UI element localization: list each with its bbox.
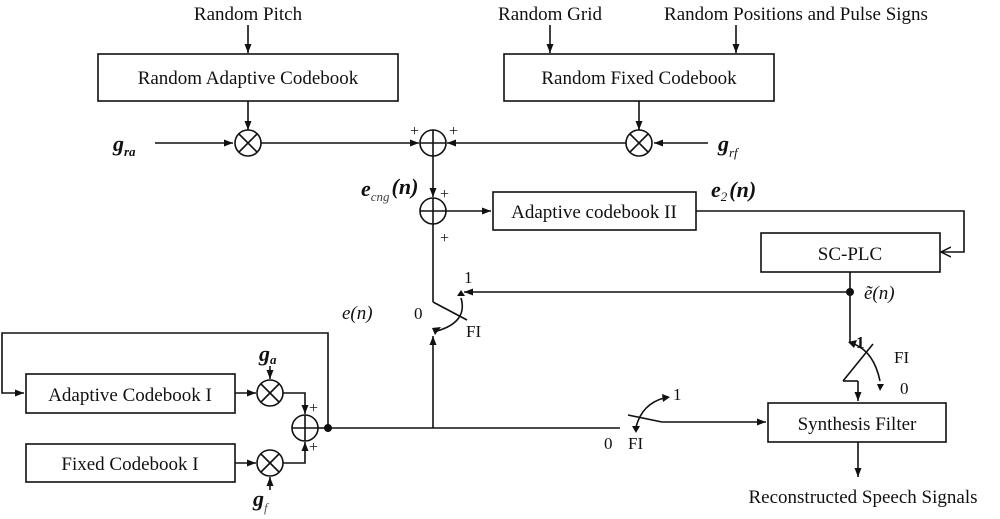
output-label: Reconstructed Speech Signals xyxy=(748,487,977,508)
switch-arc xyxy=(853,343,881,382)
multiplier-f xyxy=(256,449,284,477)
multiplier-rf xyxy=(625,129,653,157)
random-grid-label: Random Grid xyxy=(498,4,602,25)
input-arrows xyxy=(244,25,740,53)
switch-upper-fi-label: FI xyxy=(466,322,481,341)
gain-g-rf-label: grf xyxy=(717,131,740,160)
signal-e-tilde-label: ẽ(n) xyxy=(864,283,895,304)
switch-fi-right xyxy=(842,340,884,391)
switch-lower-state-0: 0 xyxy=(604,434,613,453)
synthesis-filter-label: Synthesis Filter xyxy=(798,414,917,435)
random-fixed-codebook-label: Random Fixed Codebook xyxy=(541,68,737,89)
signal-e-cng-label: ecng(n) xyxy=(361,174,418,204)
switch-right-state-1: 1 xyxy=(856,333,865,352)
fixed-codebook-1-block xyxy=(25,443,236,483)
random-pitch-label: Random Pitch xyxy=(194,4,303,25)
plus-sign: + xyxy=(309,439,318,456)
switch-upper-state-1: 1 xyxy=(464,268,473,287)
feedback-loop-wire xyxy=(1,332,329,428)
plus-sign: + xyxy=(440,230,449,247)
random-adaptive-codebook-block xyxy=(97,53,399,102)
switch-blade xyxy=(627,414,663,423)
gain-g-f-label: gf xyxy=(252,486,270,515)
switch-fi-lower xyxy=(627,394,670,433)
sc-plc-block xyxy=(760,232,941,273)
summer-top xyxy=(419,129,447,157)
adaptive-codebook-2-label: Adaptive codebook II xyxy=(511,202,677,223)
switch-upper-state-0: 0 xyxy=(414,304,423,323)
synthesis-filter-block xyxy=(767,402,947,443)
multiplier-ra xyxy=(234,129,262,157)
signal-e2-label: e2(n) xyxy=(711,177,756,204)
gain-g-ra-label: gra xyxy=(112,131,136,159)
adaptive-codebook-2-block xyxy=(492,191,697,231)
plus-sign: + xyxy=(309,400,318,417)
switch-lower-state-1: 1 xyxy=(673,385,682,404)
gain-g-a-label: ga xyxy=(258,341,277,367)
switch-arc xyxy=(436,297,463,332)
switch-blade xyxy=(432,301,468,321)
fixed-codebook-1-label: Fixed Codebook I xyxy=(61,454,198,475)
signal-en-label: e(n) xyxy=(342,303,373,324)
random-adaptive-codebook-label: Random Adaptive Codebook xyxy=(138,68,359,89)
adaptive-codebook-1-block xyxy=(25,373,236,414)
plus-sign: + xyxy=(410,123,419,140)
switch-lower-fi-label: FI xyxy=(628,434,643,453)
random-positions-label: Random Positions and Pulse Signs xyxy=(664,4,928,25)
switch-blade xyxy=(842,343,874,382)
mult-a-to-summer-wire xyxy=(283,392,309,414)
switch-right-state-0: 0 xyxy=(900,379,909,398)
mult-f-to-summer-wire xyxy=(283,442,309,464)
switch-arc xyxy=(635,397,665,428)
random-fixed-codebook-block xyxy=(503,53,775,102)
switch-right-fi-label: FI xyxy=(894,348,909,367)
plus-sign: + xyxy=(449,123,458,140)
e2-to-scplc-wire xyxy=(696,210,965,252)
summer-low xyxy=(291,414,319,442)
multiplier-a xyxy=(256,379,284,407)
sc-plc-label: SC-PLC xyxy=(818,244,882,265)
adaptive-codebook-1-label: Adaptive Codebook I xyxy=(48,385,212,406)
switch-fi-upper xyxy=(432,224,468,335)
plus-sign: + xyxy=(440,186,449,203)
